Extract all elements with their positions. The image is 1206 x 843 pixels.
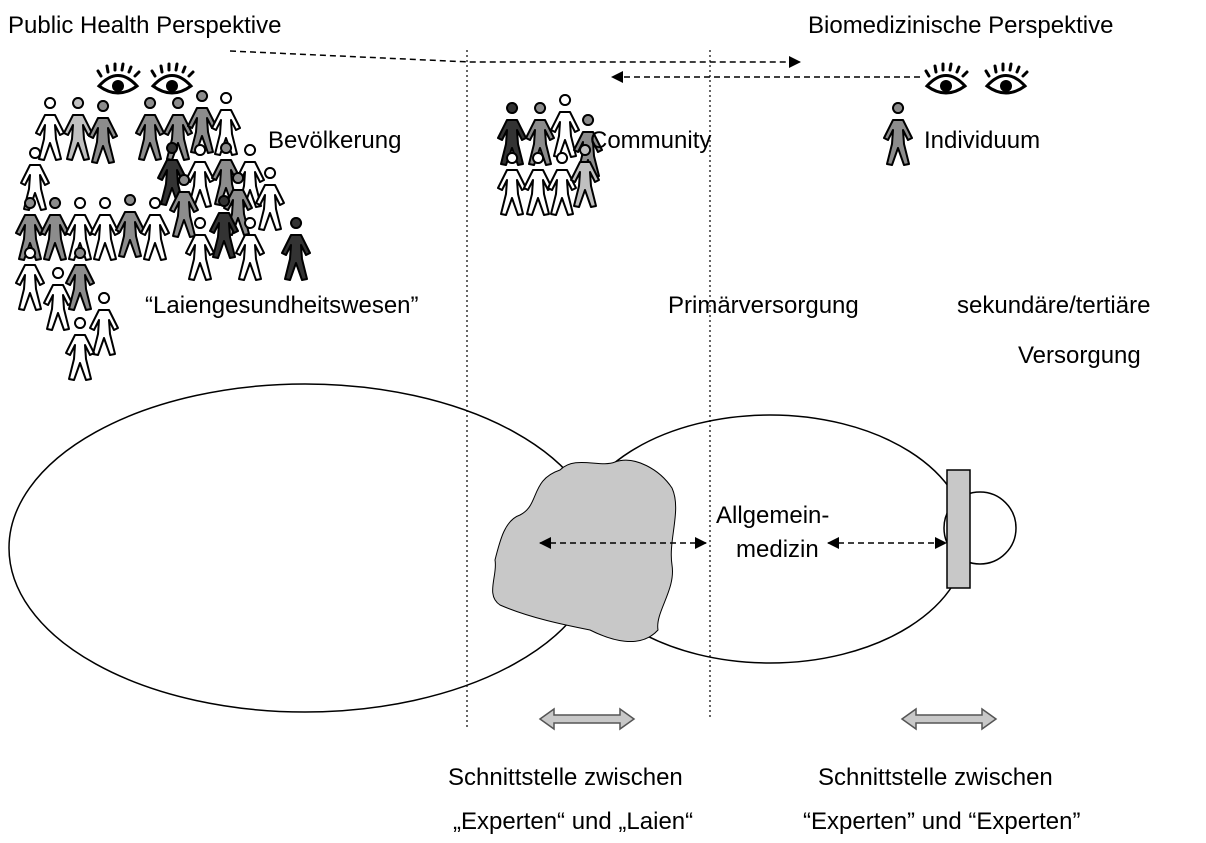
interface-right-label-line1: Schnittstelle zwischen <box>818 764 1053 791</box>
eye-icon <box>96 62 141 95</box>
person-icon <box>88 100 118 164</box>
specialist-bar <box>946 469 971 589</box>
secondary-care-label-line1: sekundäre/tertiäre <box>957 292 1150 319</box>
double-arrow-icon <box>539 708 635 730</box>
double-arrow-icon <box>901 708 997 730</box>
general-medicine-label-line1: Allgemein- <box>716 502 829 529</box>
secondary-care-label-line2: Versorgung <box>1018 342 1141 369</box>
person-icon <box>63 97 93 161</box>
person-icon <box>140 197 170 261</box>
person-icon <box>281 217 311 281</box>
biomedical-label: Biomedizinische Perspektive <box>808 12 1113 39</box>
lay-expert-interface-blob <box>492 459 677 643</box>
person-icon <box>115 194 145 258</box>
population-label: Bevölkerung <box>268 127 401 154</box>
primary-care-label: Primärversorgung <box>668 292 859 319</box>
interface-left-label-line1: Schnittstelle zwischen <box>448 764 683 791</box>
public-health-label: Public Health Perspektive <box>8 12 281 39</box>
public-health-arrow <box>229 50 801 68</box>
interface-right-label-line2: “Experten” und “Experten” <box>803 808 1080 835</box>
person-icon <box>135 97 165 161</box>
person-icon <box>90 197 120 261</box>
person-icon <box>883 102 913 166</box>
person-icon <box>547 152 577 216</box>
eye-icon <box>984 62 1029 95</box>
interface-left-label-line2: „Experten“ und „Laien“ <box>453 808 693 835</box>
community-label: Community <box>590 127 711 154</box>
lay-health-label: “Laiengesundheitswesen” <box>145 292 419 319</box>
person-icon <box>187 90 217 154</box>
individual-figure <box>883 102 913 166</box>
eye-icon <box>924 62 969 95</box>
person-icon <box>89 292 119 356</box>
general-medicine-label-line2: medizin <box>736 536 819 563</box>
population-figures <box>15 90 311 381</box>
eye-icon <box>150 62 195 95</box>
community-figures <box>497 94 603 216</box>
individual-label: Individuum <box>924 127 1040 154</box>
